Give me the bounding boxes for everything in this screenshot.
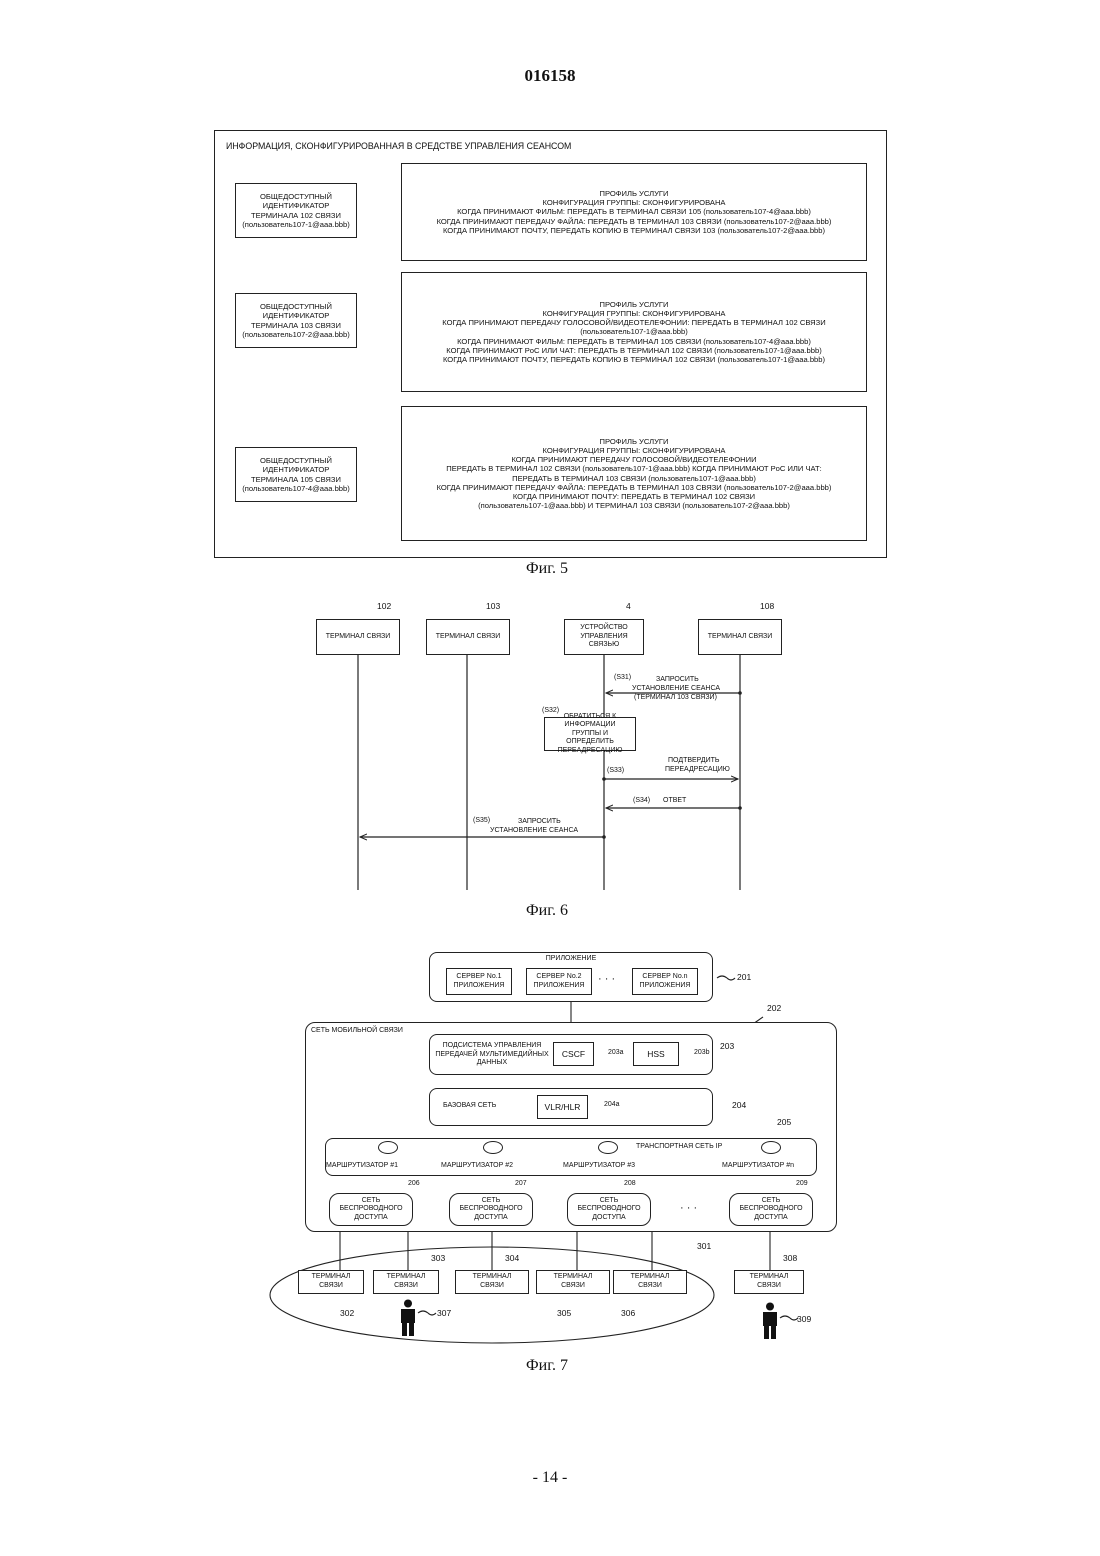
fig7-terminal-305: ТЕРМИНАЛ СВЯЗИ	[536, 1270, 610, 1294]
fig7-ref-201: 201	[737, 972, 751, 982]
fig7-ref-307: 307	[437, 1308, 451, 1318]
fig7-core-title: БАЗОВАЯ СЕТЬ	[443, 1102, 496, 1111]
fig7-caption: Фиг. 7	[526, 1357, 568, 1375]
fig7-ref-304: 304	[505, 1253, 519, 1263]
fig7-mobile-network-title: СЕТЬ МОБИЛЬНОЙ СВЯЗИ	[311, 1027, 403, 1036]
fig7-ref-208: 208	[624, 1180, 636, 1189]
fig7-ref-209: 209	[796, 1180, 808, 1189]
fig7-ref-203b: 203b	[694, 1049, 710, 1058]
fig7-terminal-308: ТЕРМИНАЛ СВЯЗИ	[734, 1270, 804, 1294]
fig7-ref-203: 203	[720, 1041, 734, 1051]
fig7-terminal-306: ТЕРМИНАЛ СВЯЗИ	[613, 1270, 687, 1294]
fig7-ref-203a: 203a	[608, 1049, 624, 1058]
fig7-router-3: МАРШРУТИЗАТОР #3	[563, 1162, 635, 1171]
fig7-ip-title: ТРАНСПОРТНАЯ СЕТЬ IP	[636, 1143, 722, 1152]
fig7-router-2: МАРШРУТИЗАТОР #2	[441, 1162, 513, 1171]
fig7-ref-302: 302	[340, 1308, 354, 1318]
fig7-access-206: СЕТЬ БЕСПРОВОДНОГО ДОСТУПА	[329, 1193, 413, 1226]
fig7-ref-305: 305	[557, 1308, 571, 1318]
fig7-access-208: СЕТЬ БЕСПРОВОДНОГО ДОСТУПА	[567, 1193, 651, 1226]
router-icon	[483, 1141, 503, 1154]
fig7-ref-207: 207	[515, 1180, 527, 1189]
router-icon	[761, 1141, 781, 1154]
fig7-terminal-304: ТЕРМИНАЛ СВЯЗИ	[455, 1270, 529, 1294]
fig7-cscf: CSCF	[553, 1042, 594, 1066]
fig7-ref-309: 309	[797, 1314, 811, 1324]
page-number: - 14 -	[0, 1469, 1100, 1487]
fig7-app-server-2: СЕРВЕР No.2 ПРИЛОЖЕНИЯ	[526, 968, 592, 995]
user-person-icon	[760, 1302, 780, 1340]
fig7-terminal-302: ТЕРМИНАЛ СВЯЗИ	[298, 1270, 364, 1294]
fig7-hss: HSS	[633, 1042, 679, 1066]
fig7-router-n: МАРШРУТИЗАТОР #n	[722, 1162, 794, 1171]
fig7-ref-206: 206	[408, 1180, 420, 1189]
fig7-router-1: МАРШРУТИЗАТОР #1	[326, 1162, 398, 1171]
fig7-access-ellipsis: · · ·	[680, 1202, 697, 1214]
fig7-app-server-1: СЕРВЕР No.1 ПРИЛОЖЕНИЯ	[446, 968, 512, 995]
fig7-access-207: СЕТЬ БЕСПРОВОДНОГО ДОСТУПА	[449, 1193, 533, 1226]
fig7-app-ellipsis: · · ·	[598, 973, 615, 985]
fig7-application-title: ПРИЛОЖЕНИЕ	[429, 955, 713, 964]
router-icon	[598, 1141, 618, 1154]
fig7-ref-301: 301	[697, 1241, 711, 1251]
fig7-terminal-303: ТЕРМИНАЛ СВЯЗИ	[373, 1270, 439, 1294]
user-person-icon	[398, 1299, 418, 1337]
fig7-ref-306: 306	[621, 1308, 635, 1318]
fig7-ims-title: ПОДСИСТЕМА УПРАВЛЕНИЯ ПЕРЕДАЧЕЙ МУЛЬТИМЕ…	[430, 1036, 554, 1074]
fig7-vlr-hlr: VLR/HLR	[537, 1095, 588, 1119]
fig7-ref-204: 204	[732, 1100, 746, 1110]
router-icon	[378, 1141, 398, 1154]
fig7-access-209: СЕТЬ БЕСПРОВОДНОГО ДОСТУПА	[729, 1193, 813, 1226]
fig7-ref-205: 205	[777, 1117, 791, 1127]
fig7-ref-308: 308	[783, 1253, 797, 1263]
fig7-ref-303: 303	[431, 1253, 445, 1263]
fig7-ref-204a: 204a	[604, 1101, 620, 1110]
fig7-app-server-n: СЕРВЕР No.n ПРИЛОЖЕНИЯ	[632, 968, 698, 995]
fig7-ref-202: 202	[767, 1003, 781, 1013]
